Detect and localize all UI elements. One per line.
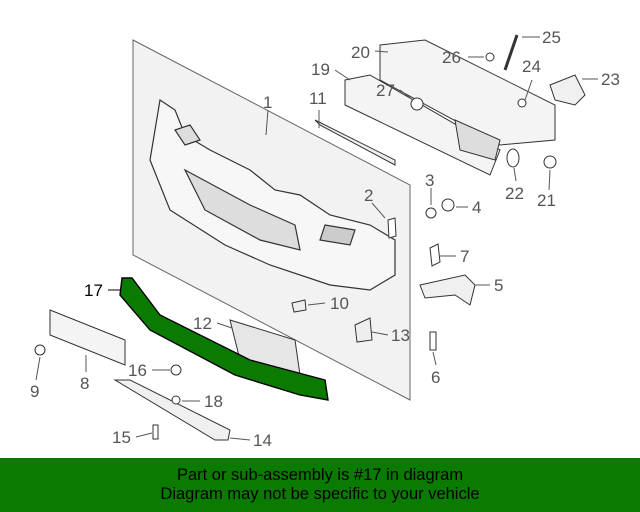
callout-label: 19 xyxy=(311,60,330,79)
cover-part xyxy=(354,317,373,343)
callout-label: 10 xyxy=(330,294,349,313)
fasteners xyxy=(34,52,557,440)
callout-label: 9 xyxy=(30,382,39,401)
molding-strip-part xyxy=(314,119,396,166)
callout-label: 27 xyxy=(376,81,395,100)
banner-line-part: Part or sub-assembly is #17 in diagram xyxy=(176,466,464,484)
bumper-cover-part xyxy=(149,98,396,291)
callout-label: 22 xyxy=(505,184,524,203)
callout-label: 3 xyxy=(425,171,434,190)
callout-label: 18 xyxy=(204,392,223,411)
bracket-part xyxy=(419,274,476,306)
callout-label: 14 xyxy=(253,431,272,450)
spoiler-part-highlighted xyxy=(119,277,329,401)
cover-part xyxy=(291,299,307,313)
callout-label: 11 xyxy=(309,89,327,108)
parts-diagram: 1 2 3 4 5 6 7 8 9 10 11 12 13 14 15 16 1… xyxy=(30,28,620,450)
callout-label: 16 xyxy=(128,361,147,380)
callout-label: 20 xyxy=(351,43,370,62)
license-plate-bracket-part xyxy=(49,309,126,366)
callout-label: 4 xyxy=(472,198,481,217)
callout-label: 13 xyxy=(391,326,410,345)
callout-label: 12 xyxy=(193,314,212,333)
rod-part xyxy=(503,34,519,71)
callout-label: 2 xyxy=(364,186,373,205)
banner-line-disclaimer: Diagram may not be specific to your vehi… xyxy=(160,485,480,503)
reinforcement-bar-part xyxy=(344,39,556,176)
callout-label: 6 xyxy=(431,368,440,387)
callout-label: 23 xyxy=(601,70,620,89)
callout-label: 21 xyxy=(537,191,556,210)
callout-label: 15 xyxy=(112,428,131,447)
callout-label: 1 xyxy=(263,93,272,112)
callout-label: 24 xyxy=(522,57,541,76)
callout-label-highlighted: 17 xyxy=(84,281,103,300)
lower-strip-part xyxy=(113,379,231,441)
leader-lines xyxy=(35,36,598,441)
callout-label: 7 xyxy=(460,247,469,266)
callout-label: 26 xyxy=(442,48,461,67)
callout-label: 25 xyxy=(542,28,561,47)
callout-label: 5 xyxy=(494,276,503,295)
bracket-part xyxy=(549,74,586,106)
callout-label: 8 xyxy=(80,374,89,393)
part-info-banner: Part or sub-assembly is #17 in diagram D… xyxy=(0,458,640,512)
